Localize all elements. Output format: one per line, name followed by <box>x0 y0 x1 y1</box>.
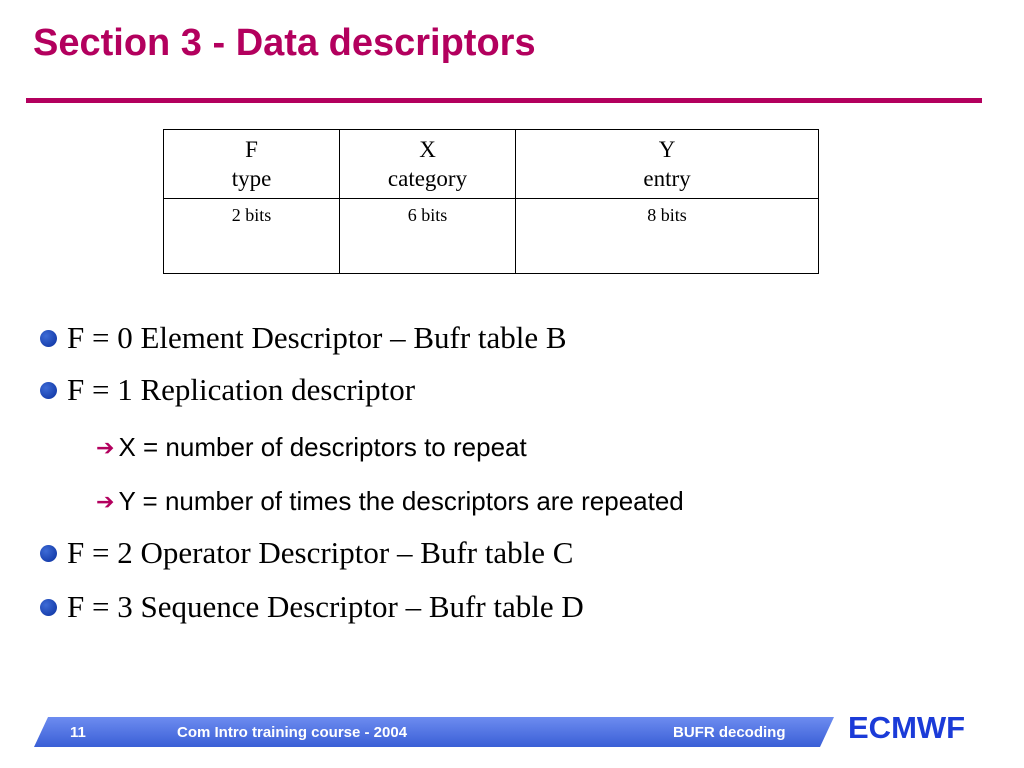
footer-band <box>34 717 834 747</box>
bullet-text: F = 2 Operator Descriptor – Bufr table C <box>67 535 574 570</box>
arrow-right-icon: ➔ <box>96 434 115 460</box>
bullet-text: F = 3 Sequence Descriptor – Bufr table D <box>67 589 584 624</box>
topic-name: BUFR decoding <box>673 724 786 741</box>
bullet-dot-icon <box>40 329 57 347</box>
slide-title: Section 3 - Data descriptors <box>33 22 536 64</box>
arrow-right-icon: ➔ <box>96 488 115 514</box>
table-cell: 8 bits <box>515 198 819 274</box>
bullet-dot-icon <box>40 598 57 616</box>
descriptor-table: F type X category Y entry 2 bits 6 bits … <box>163 129 819 274</box>
table-header-cell: F type <box>163 129 340 199</box>
table-header-cell: X category <box>339 129 516 199</box>
sub-bullet-text: Y = number of times the descriptors are … <box>118 486 684 516</box>
bullet-item: F = 3 Sequence Descriptor – Bufr table D <box>40 589 584 625</box>
table-header-cell: Y entry <box>515 129 819 199</box>
bullet-text: F = 0 Element Descriptor – Bufr table B <box>67 320 567 355</box>
bullet-item: F = 1 Replication descriptor <box>40 372 415 408</box>
table-header-row: F type X category Y entry <box>163 129 819 199</box>
bullet-item: F = 2 Operator Descriptor – Bufr table C <box>40 535 573 571</box>
sub-bullet-item: ➔ X = number of descriptors to repeat <box>96 432 527 463</box>
header-symbol: Y <box>658 137 676 162</box>
bullet-dot-icon <box>40 381 57 399</box>
page-number: 11 <box>70 724 86 741</box>
sub-bullet-item: ➔ Y = number of times the descriptors ar… <box>96 486 684 517</box>
bullet-dot-icon <box>40 544 57 562</box>
course-name: Com Intro training course - 2004 <box>177 724 408 741</box>
header-name: category <box>387 166 468 191</box>
table-cell: 6 bits <box>339 198 516 274</box>
bullet-item: F = 0 Element Descriptor – Bufr table B <box>40 320 567 356</box>
header-symbol: X <box>419 137 436 162</box>
header-name: entry <box>643 166 691 191</box>
ecmwf-logo: ECMWF <box>848 710 966 745</box>
title-divider <box>26 98 982 103</box>
header-name: type <box>231 166 272 191</box>
bullet-text: F = 1 Replication descriptor <box>67 372 416 407</box>
header-symbol: F <box>245 137 258 162</box>
table-cell: 2 bits <box>163 198 340 274</box>
sub-bullet-text: X = number of descriptors to repeat <box>118 432 527 462</box>
table-row: 2 bits 6 bits 8 bits <box>163 198 819 274</box>
